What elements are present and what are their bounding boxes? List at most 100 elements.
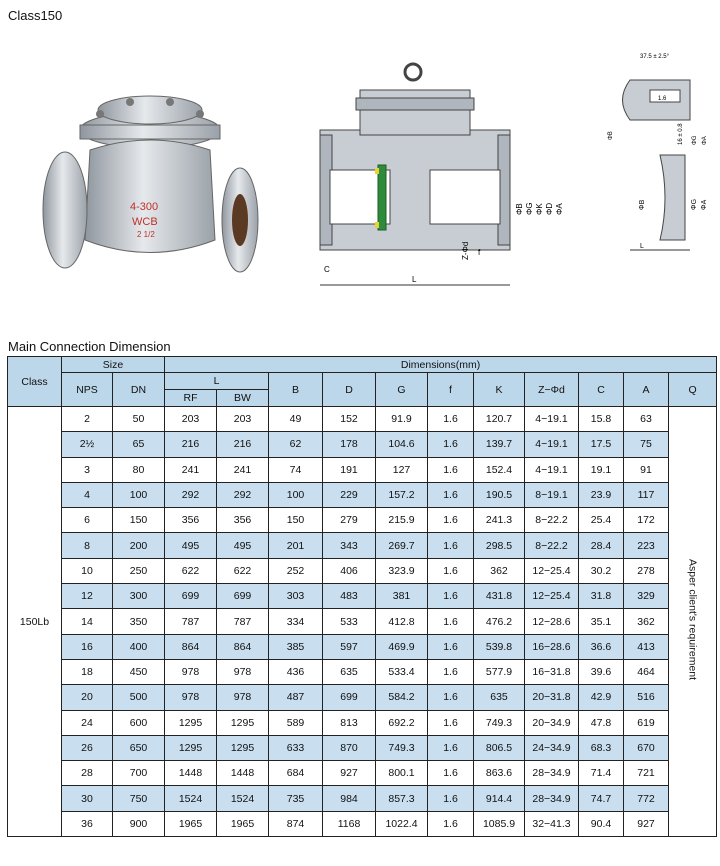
table-cell-f: 1.6 [427,557,474,585]
table-cell-g: 104.6 [375,431,428,458]
table-cell-rf: 864 [164,633,217,660]
table-cell-rf: 216 [164,431,217,458]
table-cell-c: 47.8 [578,709,624,736]
bw-label-L: L [640,243,644,250]
dim-label-L: L [412,275,417,284]
table-cell-rf: 1524 [164,785,217,812]
table-cell-g: 692.2 [375,709,428,736]
table-cell-rf: 1448 [164,760,217,787]
table-cell-f: 1.6 [427,684,474,711]
table-cell-b: 874 [268,810,323,838]
dim-label-D: ΦD [545,203,554,215]
table-cell-zd: 8−22.2 [524,507,579,534]
table-cell-g: 469.9 [375,633,428,660]
table-cell-zd: 12−25.4 [524,557,579,585]
table-cell-bw: 241 [216,456,269,483]
table-cell-c: 30.2 [578,557,624,585]
table-cell-nps: 24 [61,709,113,736]
table-cell-zd: 28−34.9 [524,760,579,787]
header-zd: Z−Φd [524,372,579,407]
table-cell-bw: 699 [216,583,269,610]
bw-label-B: ΦB [639,199,646,210]
table-cell-bw: 1965 [216,810,269,838]
dim-label-C: C [324,265,330,274]
table-cell-zd: 16−28.6 [524,633,579,660]
table-cell-k: 577.9 [473,658,525,686]
table-cell-g: 215.9 [375,507,428,534]
table-cell-dn: 700 [112,760,165,787]
table-cell-dn: 650 [112,734,165,762]
table-cell-d: 191 [322,456,376,483]
detail-thickness: 16 ± 0.8 [678,123,684,145]
rf-detail-drawing: 37.5 ± 2.5° 1.6 ΦB 16 ± 0.8 ΦG ΦA [608,54,708,145]
marking-top: 4-300 [130,201,158,213]
table-cell-a: 63 [623,405,669,433]
detail-A: ΦA [702,136,708,145]
dim-label-G: ΦG [525,202,534,215]
table-cell-a: 927 [623,810,669,838]
table-cell-nps: 10 [61,557,113,585]
table-cell-bw: 864 [216,633,269,660]
dim-label-A: ΦA [555,203,564,215]
table-cell-b: 100 [268,481,323,509]
table-cell-c: 15.8 [578,405,624,433]
table-cell-d: 813 [322,709,376,736]
table-cell-f: 1.6 [427,456,474,483]
table-cell-d: 533 [322,608,376,635]
table-cell-nps: 14 [61,608,113,635]
table-cell-dn: 150 [112,507,165,534]
table-cell-k: 362 [473,557,525,585]
table-cell-f: 1.6 [427,810,474,838]
table-cell-dn: 450 [112,658,165,686]
table-cell-g: 269.7 [375,532,428,559]
table-cell-g: 127 [375,456,428,483]
table-cell-g: 157.2 [375,481,428,509]
detail-raise: 1.6 [658,96,667,102]
table-cell-rf: 978 [164,658,217,686]
table-cell-c: 74.7 [578,785,624,812]
table-cell-zd: 4−19.1 [524,431,579,458]
table-cell-dn: 200 [112,532,165,559]
table-cell-zd: 32−41.3 [524,810,579,838]
table-cell-c: 31.8 [578,583,624,610]
table-cell-bw: 495 [216,532,269,559]
bw-detail-drawing: L ΦB ΦG ΦA [630,154,708,251]
table-cell-zd: 8−19.1 [524,481,579,509]
table-cell-zd: 24−34.9 [524,734,579,762]
table-cell-zd: 16−31.8 [524,658,579,686]
table-cell-b: 633 [268,734,323,762]
table-cell-k: 190.5 [473,481,525,509]
table-cell-nps: 28 [61,760,113,787]
table-cell-a: 464 [623,658,669,686]
table-cell-f: 1.6 [427,532,474,559]
table-cell-f: 1.6 [427,734,474,762]
table-cell-nps: 4 [61,481,113,509]
table-cell-bw: 622 [216,557,269,585]
table-cell-a: 362 [623,608,669,635]
header-f: f [427,372,474,407]
header-d: D [322,372,376,407]
table-cell-a: 619 [623,709,669,736]
table-cell-c: 36.6 [578,633,624,660]
table-cell-k: 241.3 [473,507,525,534]
q-cell: Asper client's requirement [667,405,718,838]
table-cell-c: 42.9 [578,684,624,711]
table-cell-rf: 1295 [164,734,217,762]
table-cell-bw: 356 [216,507,269,534]
table-cell-nps: 6 [61,507,113,534]
header-dimensions: Dimensions(mm) [163,356,718,373]
table-cell-f: 1.6 [427,405,474,433]
table-cell-c: 71.4 [578,760,624,787]
table-cell-d: 406 [322,557,376,585]
table-cell-k: 749.3 [473,709,525,736]
table-cell-a: 223 [623,532,669,559]
table-cell-c: 35.1 [578,608,624,635]
table-cell-d: 229 [322,481,376,509]
